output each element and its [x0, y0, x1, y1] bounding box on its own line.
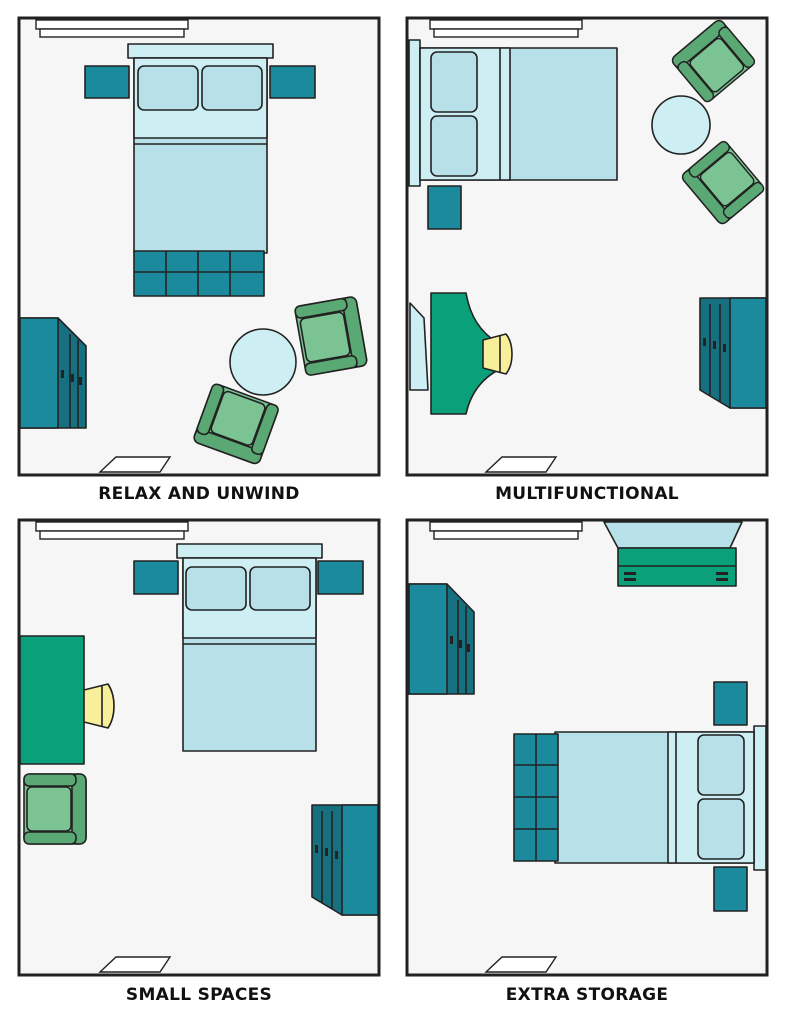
pillow	[185, 566, 247, 611]
shelf	[409, 302, 429, 391]
armchair	[23, 773, 87, 845]
doorway-mat	[98, 956, 172, 973]
pillow	[137, 65, 199, 111]
dresser	[311, 804, 379, 916]
layout-title-extra-storage: EXTRA STORAGE	[505, 985, 669, 1005]
plan-extra-storage	[405, 518, 769, 977]
pillow	[697, 734, 745, 796]
pillow	[249, 566, 311, 611]
nightstand	[713, 866, 748, 912]
window	[35, 521, 189, 540]
side-table	[651, 95, 711, 155]
plan-multifunctional	[405, 16, 769, 477]
pillow	[430, 115, 478, 177]
pillow	[201, 65, 263, 111]
pillow	[697, 798, 745, 860]
desk	[19, 635, 85, 765]
dresser	[19, 317, 87, 429]
storage-bench	[133, 250, 265, 297]
doorway-mat	[98, 456, 172, 473]
headboard	[176, 543, 323, 559]
nightstand	[427, 185, 462, 230]
desk-chair	[482, 333, 513, 375]
storage-chest	[603, 521, 743, 587]
armchair	[293, 295, 369, 377]
window	[429, 19, 583, 38]
headboard	[408, 39, 421, 187]
nightstand	[84, 65, 130, 99]
headboard	[753, 725, 767, 871]
bed	[176, 543, 323, 752]
headboard	[127, 43, 274, 59]
layout-title-multifunctional: MULTIFUNCTIONAL	[495, 484, 679, 504]
layout-title-small-spaces: SMALL SPACES	[125, 985, 273, 1005]
nightstand	[713, 681, 748, 726]
doorway-mat	[484, 956, 558, 973]
nightstand	[133, 560, 179, 595]
doorway-mat	[484, 456, 558, 473]
bed	[127, 43, 274, 297]
dresser	[699, 297, 767, 409]
side-table	[229, 328, 297, 396]
dresser	[408, 583, 475, 695]
pillow	[430, 51, 478, 113]
desk-chair	[83, 683, 115, 729]
plan-relax-and-unwind	[17, 16, 381, 477]
window	[35, 19, 189, 38]
layout-title-relax: RELAX AND UNWIND	[98, 484, 300, 504]
nightstand	[317, 560, 364, 595]
nightstand	[269, 65, 316, 99]
bed	[513, 725, 767, 871]
plan-small-spaces	[17, 518, 381, 977]
window	[429, 521, 583, 540]
bed	[408, 39, 618, 187]
